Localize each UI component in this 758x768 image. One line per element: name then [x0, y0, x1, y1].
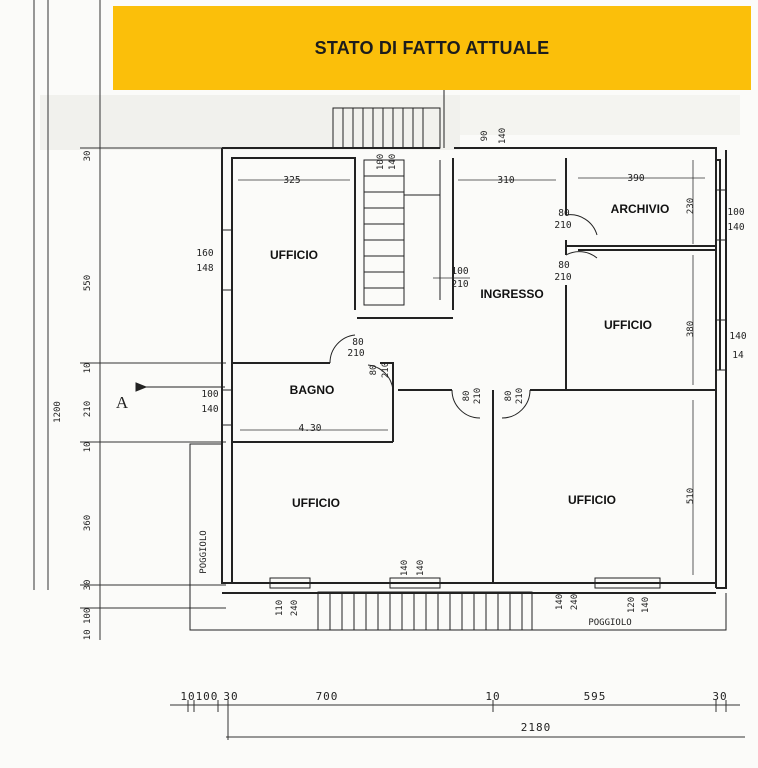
- dim-s-240b: 240: [570, 594, 580, 610]
- dim-bagno-win-140: 140: [201, 404, 218, 415]
- dim-left-30: 30: [83, 151, 93, 162]
- page-title: STATO DI FATTO ATTUALE: [314, 37, 550, 58]
- dim-s-240: 240: [290, 600, 300, 616]
- dim-bot-595: 595: [584, 690, 607, 703]
- dim-uff-e-380: 380: [686, 321, 696, 337]
- label-poggiolo-west: POGGIOLO: [199, 530, 209, 573]
- dim-door-c1-80: 80: [462, 391, 472, 402]
- dim-door-uff-e-210: 210: [554, 272, 571, 283]
- dim-bot-100: 100: [196, 690, 219, 703]
- balconies: [189, 443, 727, 631]
- dim-top-140: 140: [498, 128, 508, 144]
- dim-door-c1-210: 210: [473, 388, 483, 404]
- dim-door-bagno-210: 210: [381, 362, 391, 378]
- room-ufficio-sw: UFFICIO: [292, 496, 340, 510]
- dim-entry-width: 310: [497, 175, 514, 186]
- dim-s-140b: 140: [416, 560, 426, 576]
- dim-door-bagno-80: 80: [369, 365, 379, 376]
- dim-win-e2-14: 14: [732, 350, 744, 361]
- dim-door-ufficio-80: 80: [352, 337, 364, 348]
- dim-nw-width: 325: [283, 175, 300, 186]
- windows: [221, 189, 727, 589]
- dim-s-120: 120: [627, 597, 637, 613]
- dim-s-140c: 140: [555, 594, 565, 610]
- dim-win-148: 148: [196, 263, 213, 274]
- dim-win-e1-100: 100: [727, 207, 744, 218]
- interior-stair: [363, 159, 441, 306]
- dim-bagno-width: 4.30: [299, 423, 322, 434]
- dim-stair-100: 100: [376, 154, 386, 170]
- title-banner: STATO DI FATTO ATTUALE: [113, 6, 751, 90]
- dim-left-10b: 10: [83, 442, 93, 453]
- dim-door-arch-210: 210: [554, 220, 571, 231]
- dim-left-210: 210: [83, 401, 93, 417]
- dim-bot-total: 2180: [521, 721, 552, 734]
- dim-door-ingresso-100: 100: [451, 266, 468, 277]
- left-dimension-lines: [33, 0, 226, 640]
- dim-bot-700: 700: [316, 690, 339, 703]
- dim-bot-30: 30: [223, 690, 238, 703]
- dim-left-30b: 30: [83, 580, 93, 591]
- exterior-stair-top: [332, 90, 445, 149]
- dim-left-360: 360: [83, 515, 93, 531]
- room-bagno: BAGNO: [290, 383, 335, 397]
- dim-s-140a: 140: [400, 560, 410, 576]
- bottom-dimension-lines: [170, 700, 745, 740]
- section-arrow: [135, 382, 225, 392]
- interior-dimension-lines: [238, 160, 705, 575]
- dim-left-10100: 10 100: [83, 608, 93, 641]
- dim-door-uff-e-80: 80: [558, 260, 570, 271]
- dim-door-ufficio-210: 210: [347, 348, 364, 359]
- dim-stair-140: 140: [388, 154, 398, 170]
- section-marker-a: A: [116, 393, 129, 412]
- dim-left-10a: 10: [83, 363, 93, 374]
- room-ufficio-se: UFFICIO: [568, 493, 616, 507]
- dim-win-160: 160: [196, 248, 213, 259]
- label-poggiolo-south: POGGIOLO: [588, 618, 631, 628]
- room-ufficio-nw: UFFICIO: [270, 248, 318, 262]
- room-ufficio-e: UFFICIO: [604, 318, 652, 332]
- dim-door-ingresso-210: 210: [451, 279, 468, 290]
- dim-left-550: 550: [83, 275, 93, 291]
- dim-bagno-win-100: 100: [201, 389, 218, 400]
- dim-bot-30b: 30: [712, 690, 727, 703]
- dim-win-e2-140: 140: [729, 331, 746, 342]
- door-swings: [329, 214, 598, 419]
- dim-bot-10b: 10: [485, 690, 500, 703]
- room-archivio: ARCHIVIO: [611, 202, 670, 216]
- dim-door-arch-80: 80: [558, 208, 570, 219]
- dim-arch-230: 230: [686, 198, 696, 214]
- dim-top-90: 90: [480, 131, 490, 142]
- dim-door-c2-210: 210: [515, 388, 525, 404]
- dim-win-e1-140: 140: [727, 222, 744, 233]
- room-ingresso: INGRESSO: [480, 287, 543, 301]
- paper-texture: [40, 95, 740, 150]
- dim-s-110: 110: [275, 600, 285, 616]
- dim-archivio-width: 390: [627, 173, 644, 184]
- dim-left-1200: 1200: [53, 401, 63, 423]
- dim-uff-se-510: 510: [686, 488, 696, 504]
- dim-s-140d: 140: [641, 597, 651, 613]
- dim-bot-10: 10: [180, 690, 195, 703]
- dim-door-c2-80: 80: [504, 391, 514, 402]
